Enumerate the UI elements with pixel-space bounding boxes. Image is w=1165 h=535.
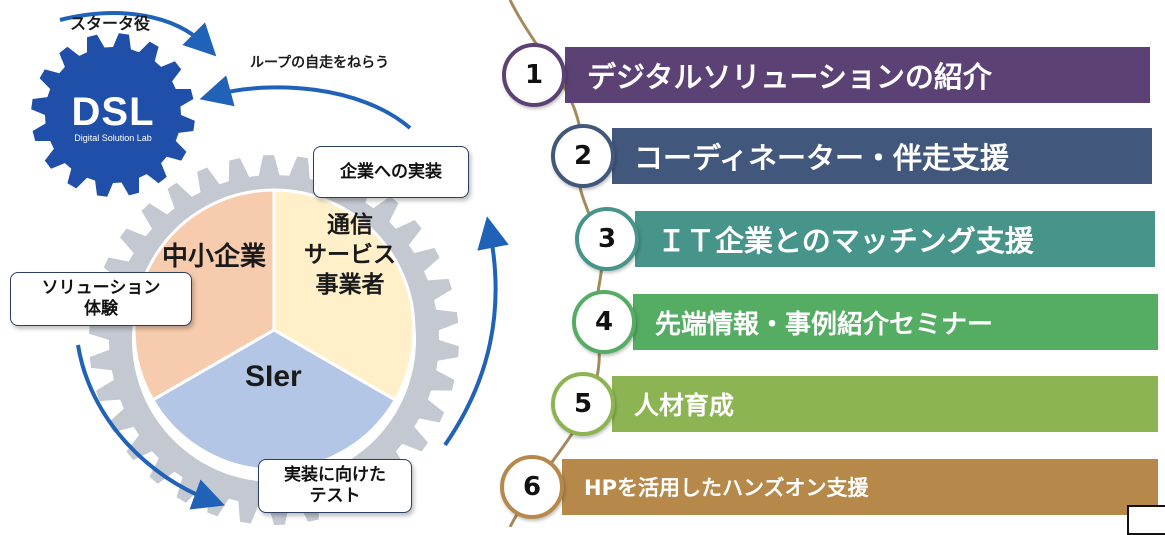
step-number-1: 1 [502, 43, 566, 107]
loop-label: ループの自走をねらう [250, 55, 390, 71]
pie-segment-sme [132, 188, 276, 403]
box-solution-text: ソリューション 体験 [41, 278, 161, 319]
arrow-starter [59, 11, 217, 57]
step-label-2: コーディネーター・伴走支援 [634, 141, 1009, 175]
step-bar-1: デジタルソリューションの紹介 [565, 47, 1150, 103]
box-test: 実装に向けた テスト [258, 459, 412, 513]
box-test-text: 実装に向けた テスト [284, 465, 386, 506]
step-number-3: 3 [575, 207, 639, 271]
step-bar-5: 人材育成 [612, 376, 1158, 432]
step-label-3: ＩＴ企業とのマッチング支援 [657, 224, 1034, 258]
dsl-logo-main: DSL [71, 90, 155, 134]
step-bar-6: HPを活用したハンズオン支援 [562, 459, 1158, 515]
arrow-right [443, 216, 509, 447]
step-bar-4: 先端情報・事例紹介セミナー [633, 294, 1158, 350]
starter-label: スタータ役 [70, 14, 151, 33]
box-implement-text: 企業への実装 [340, 161, 442, 182]
step-number-5: 5 [551, 372, 615, 436]
arrow-loop [199, 75, 412, 130]
dsl-logo-sub: Digital Solution Lab [74, 133, 152, 143]
step-label-6: HPを活用したハンズオン支援 [584, 476, 869, 500]
box-solution: ソリューション 体験 [10, 272, 192, 326]
step-label-5: 人材育成 [634, 391, 735, 420]
box-implement: 企業への実装 [313, 146, 469, 198]
step-number-4: 4 [572, 290, 636, 354]
step-label-4: 先端情報・事例紹介セミナー [655, 309, 994, 340]
step-label-1: デジタルソリューションの紹介 [587, 60, 992, 94]
step-number-6: 6 [500, 455, 564, 519]
pie-segment-telecom [272, 188, 416, 403]
arrow-left-bottom [76, 344, 226, 510]
dsl-logo: DSL Digital Solution Lab [58, 92, 168, 144]
dsl-gear [31, 33, 195, 197]
step-bar-2: コーディネーター・伴走支援 [612, 128, 1152, 184]
segment-label-sier: SIer [245, 360, 302, 393]
step-number-2: 2 [551, 124, 615, 188]
cycle-diagram [31, 11, 509, 525]
corner-box [1127, 505, 1165, 535]
segment-label-sme: 中小企業 [162, 242, 267, 272]
segment-label-telecom: 通信 サービス 事業者 [304, 212, 396, 298]
step-bar-3: ＩＴ企業とのマッチング支援 [635, 211, 1155, 267]
